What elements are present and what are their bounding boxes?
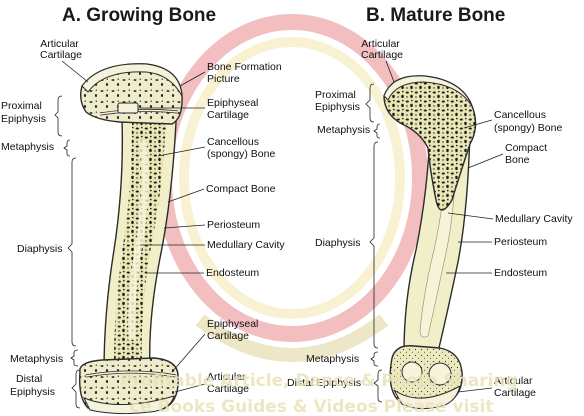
- growing-leader-periosteum: [163, 224, 206, 229]
- growing-bone-articular-cartilage-bottom: [82, 395, 175, 415]
- mature-label-endosteum: Endosteum: [494, 267, 547, 279]
- mature-brace-distal-epiphysis: [373, 369, 383, 403]
- growing-label-proximal-epiphysis: Proximal Epiphysis: [1, 100, 46, 125]
- growing-label-metaphysis-top: Metaphysis: [1, 141, 54, 153]
- mature-label-medullary-cavity: Medullary Cavity: [495, 213, 573, 225]
- mature-brace-metaphysis-top: [373, 123, 381, 139]
- growing-label-diaphysis: Diaphysis: [17, 243, 63, 255]
- mature-bone-distal-head: [389, 345, 463, 409]
- mature-leader-cancellous: [463, 119, 493, 129]
- mature-leader-medullary-cavity: [447, 212, 494, 220]
- mature-brace-proximal-epiphysis: [365, 83, 375, 123]
- growing-label-cancellous-bone: Cancellous (spongy) Bone: [207, 136, 275, 160]
- growing-label-compact-bone: Compact Bone: [206, 183, 276, 195]
- watermark-text-line1: Profitable Article, Dance & Photo Sharin…: [120, 371, 518, 391]
- mature-label-distal-epiphysis: Distal Epiphysis: [287, 377, 361, 389]
- growing-label-distal-epiphysis: Distal Epiphysis: [10, 373, 55, 398]
- mature-bone-articular-cartilage-top: [383, 75, 473, 107]
- growing-leader-compact: [167, 188, 205, 203]
- growing-bone-medullary-cavity: [128, 139, 149, 341]
- mature-brace-diaphysis: [369, 141, 379, 349]
- growing-leader-bone-formation: [179, 71, 206, 87]
- mature-label-metaphysis-bottom: Metaphysis: [306, 353, 359, 365]
- growing-label-articular-cartilage-top: Articular Cartilage: [40, 38, 82, 61]
- growing-leader-cancellous: [157, 146, 206, 157]
- growing-label-epiphyseal-cartilage-bottom: Epiphyseal Cartilage: [207, 318, 261, 342]
- mature-label-articular-cartilage-top: Articular Cartilage: [361, 38, 403, 61]
- mature-brace-metaphysis-bottom: [370, 351, 379, 367]
- growing-label-periosteum: Periosteum: [207, 219, 260, 231]
- watermark-text-line2: ce Books Guides & Videos Please visit: [130, 397, 493, 416]
- growing-label-endosteum: Endosteum: [206, 267, 259, 279]
- watermark-artwork: [156, 14, 428, 362]
- growing-bone-title: A. Growing Bone: [62, 5, 216, 26]
- mature-leader-compact: [467, 153, 504, 169]
- mature-label-cancellous-bone: Cancellous (spongy) Bone: [494, 109, 562, 134]
- mature-bone-illustration: [383, 75, 477, 410]
- growing-label-metaphysis-bottom: Metaphysis: [10, 353, 63, 365]
- growing-brace-metaphysis-top: [63, 139, 71, 157]
- growing-label-bone-formation-picture: Bone Formation Picture: [207, 61, 285, 85]
- mature-label-articular-cartilage-bottom: Articular Cartilage: [494, 375, 536, 399]
- growing-leader-epiphyseal-bottom: [171, 333, 206, 373]
- growing-brace-distal-epiphysis: [71, 369, 81, 409]
- growing-bone-articular-cartilage-top: [81, 63, 183, 97]
- growing-label-articular-cartilage-bottom: Articular Cartilage: [207, 371, 249, 395]
- mature-label-proximal-epiphysis: Proximal Epiphysis: [315, 89, 360, 113]
- growing-brace-metaphysis-bottom: [70, 349, 79, 367]
- growing-leader-articular-bottom: [174, 383, 206, 393]
- mature-label-periosteum: Periosteum: [494, 236, 547, 248]
- mature-label-diaphysis: Diaphysis: [315, 237, 361, 249]
- growing-bone-illustration: [78, 63, 183, 415]
- mature-label-metaphysis-top: Metaphysis: [317, 124, 370, 136]
- growing-brace-proximal-epiphysis: [54, 95, 63, 137]
- growing-leader-articular-top: [61, 60, 89, 83]
- mature-leader-articular-top: [385, 60, 395, 83]
- growing-label-epiphyseal-cartilage-top: Epiphyseal Cartilage: [207, 97, 261, 121]
- growing-label-medullary-cavity: Medullary Cavity: [207, 239, 285, 251]
- growing-bone-formation-box: [117, 102, 139, 114]
- growing-brace-diaphysis: [67, 157, 77, 347]
- mature-bone-title: B. Mature Bone: [366, 5, 505, 26]
- mature-bone-articular-cartilage-bottom: [393, 385, 461, 410]
- mature-leader-articular-bottom: [457, 387, 493, 393]
- mature-label-compact-bone: Compact Bone: [505, 142, 550, 166]
